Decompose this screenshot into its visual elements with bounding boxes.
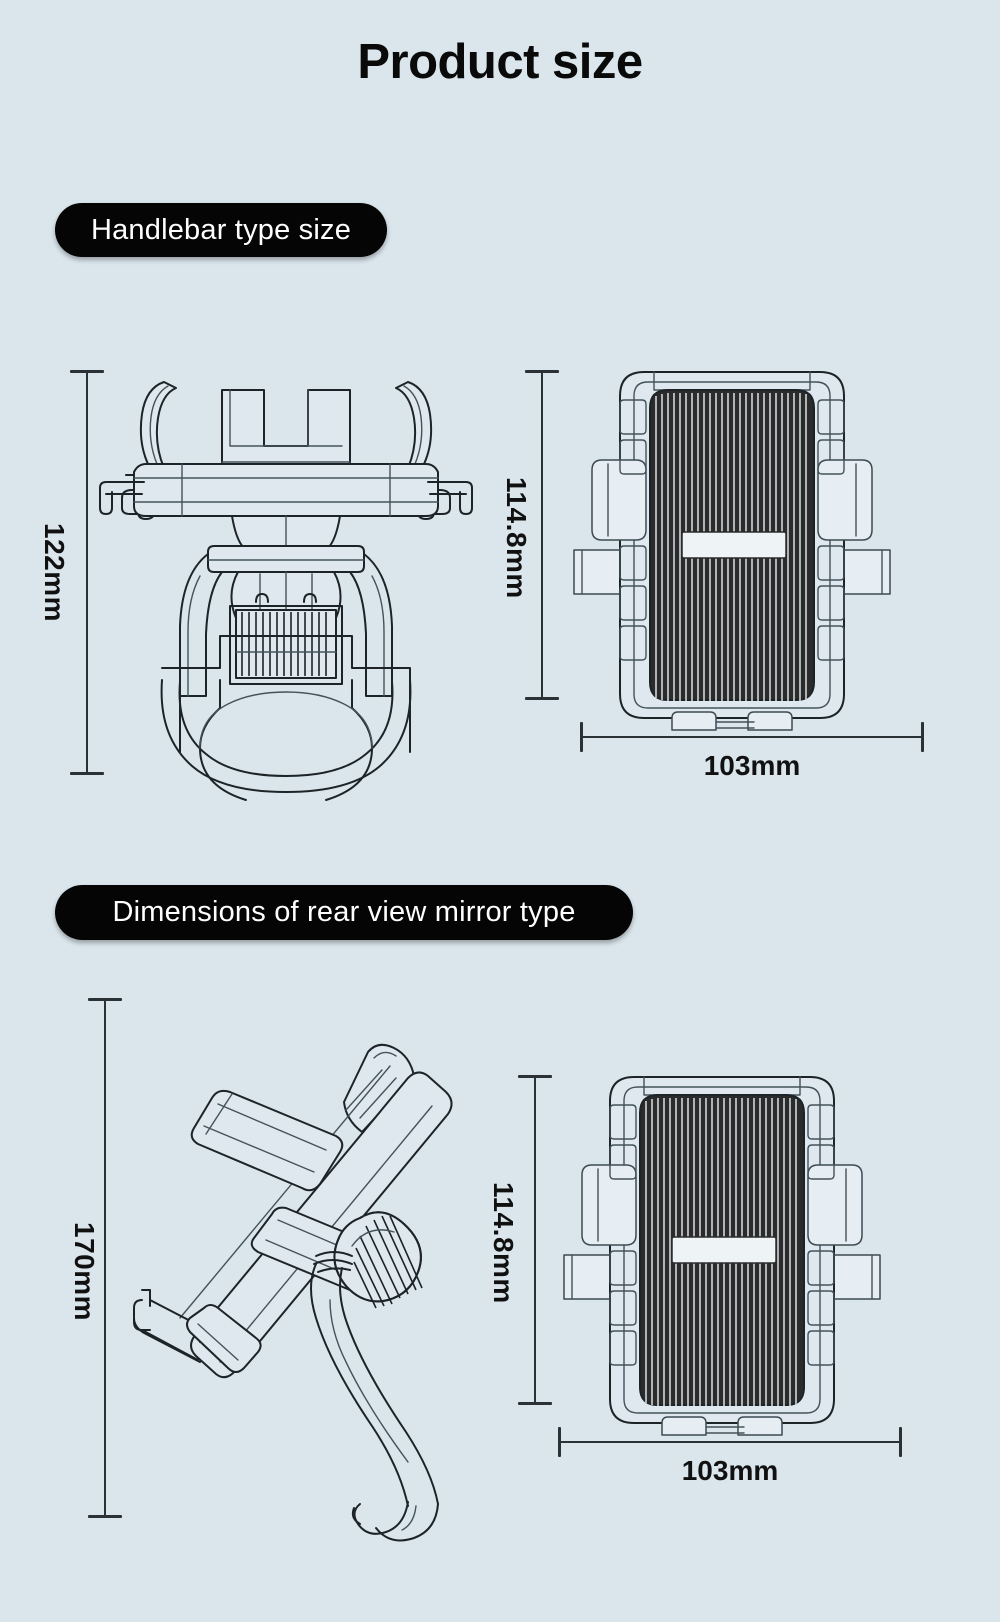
dimension-stem	[86, 370, 88, 775]
dimension-stem	[104, 998, 106, 1518]
drawing-phone-cradle-front-top	[572, 360, 892, 731]
dimension-line-103mm-top	[580, 722, 924, 752]
dimension-label-170mm: 170mm	[69, 1222, 100, 1322]
dimension-stem	[534, 1075, 536, 1405]
dimension-stem	[580, 736, 924, 738]
dimension-stem	[558, 1441, 902, 1443]
dimension-cap-bottom	[525, 697, 559, 700]
dimension-label-122mm: 122mm	[39, 523, 70, 623]
drawing-handlebar-mount-holder	[96, 362, 476, 801]
dimension-line-114-8mm-top	[525, 370, 559, 700]
dimension-cap-right	[899, 1427, 902, 1457]
drawing-phone-cradle-front-bottom	[562, 1065, 882, 1436]
dimension-label-103mm-top: 103mm	[703, 750, 801, 781]
dimension-label-103mm-bottom: 103mm	[681, 1455, 779, 1486]
section-label-rear-view-mirror: Dimensions of rear view mirror type	[55, 885, 633, 940]
dimension-label-114-8mm-top: 114.8mm	[501, 477, 532, 599]
dimension-line-122mm	[70, 370, 104, 775]
dimension-label-114-8mm-bottom: 114.8mm	[488, 1182, 519, 1304]
dimension-line-114-8mm-bottom	[518, 1075, 552, 1405]
page-title: Product size	[357, 35, 643, 89]
dimension-cap-bottom	[70, 772, 104, 775]
dimension-stem	[541, 370, 543, 700]
dimension-cap-right	[921, 722, 924, 752]
dimension-line-170mm	[88, 998, 122, 1518]
dimension-cap-bottom	[88, 1515, 122, 1518]
dimension-cap-bottom	[518, 1402, 552, 1405]
drawing-mirror-mount-holder	[120, 1000, 470, 1542]
section-label-handlebar: Handlebar type size	[55, 203, 387, 257]
dimension-line-103mm-bottom	[558, 1427, 902, 1457]
